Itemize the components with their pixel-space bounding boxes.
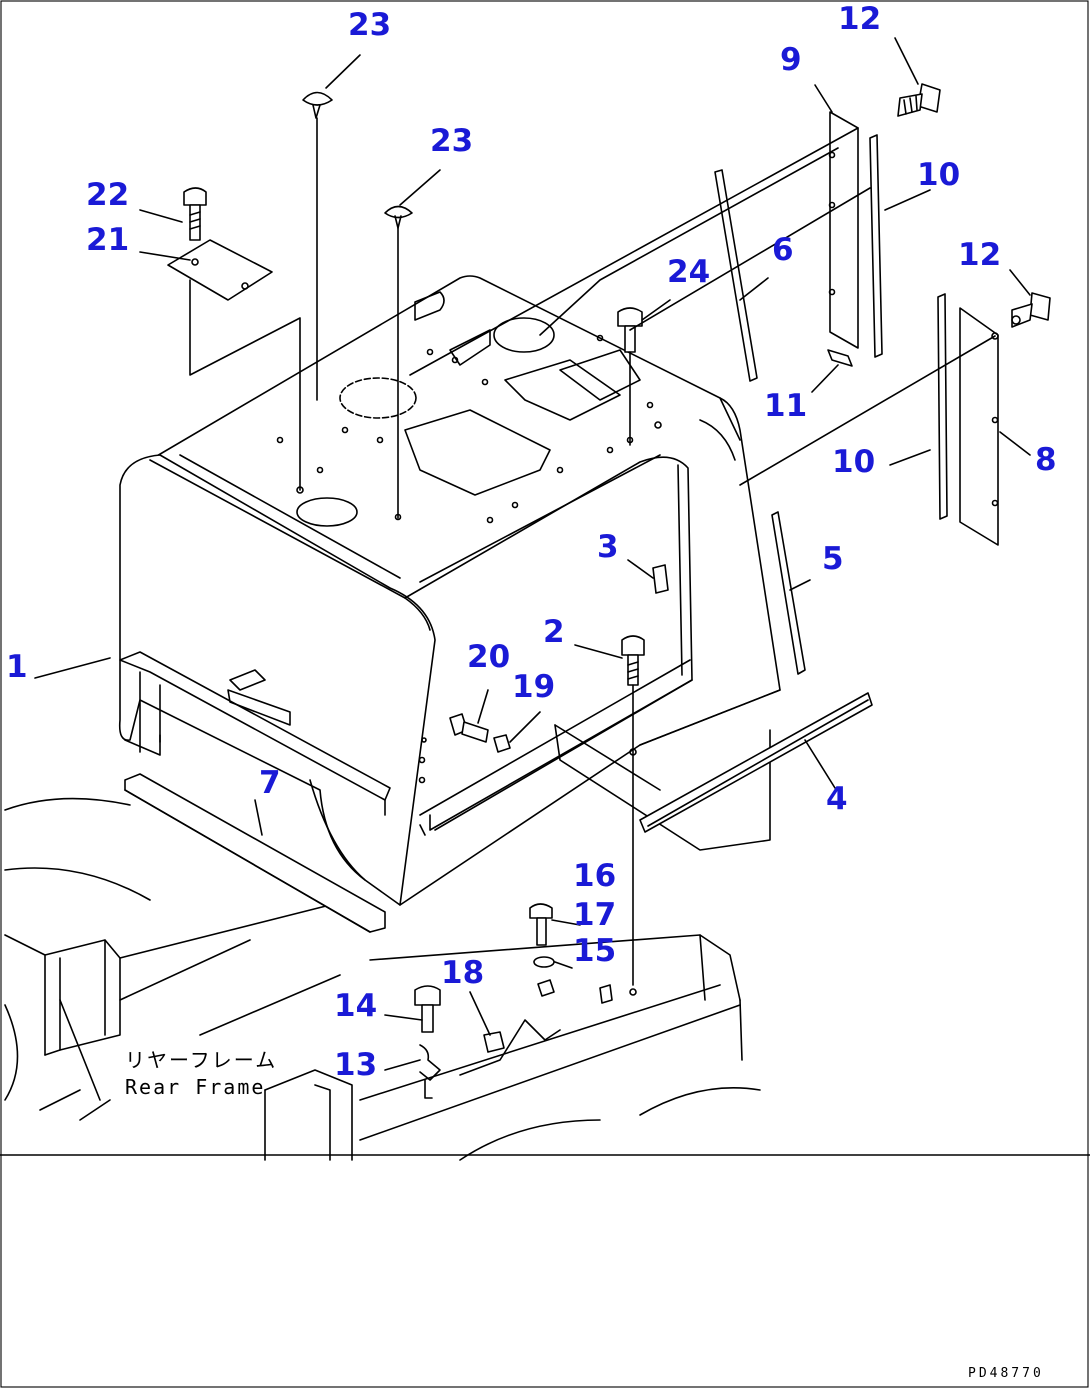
plate-8 <box>959 307 999 546</box>
top-holes <box>276 334 662 524</box>
callout-3: 3 <box>597 529 619 565</box>
bracket <box>459 1019 561 1076</box>
block-11 <box>827 349 853 367</box>
callout-19: 19 <box>512 669 556 705</box>
plate-9 <box>828 111 859 349</box>
bolt-12-lower <box>1011 292 1051 328</box>
bolt-14 <box>414 985 441 1033</box>
nut-19 <box>493 734 511 753</box>
bolt-20 <box>449 713 489 743</box>
rear-frame-label-jp: リヤーフレーム <box>125 1048 278 1072</box>
callout-23-left: 23 <box>348 7 392 43</box>
rear-frame <box>0 797 1090 1161</box>
callout-9: 9 <box>780 42 802 78</box>
callout-17: 17 <box>573 897 617 933</box>
rear-frame-label-en: Rear Frame <box>125 1075 266 1099</box>
leader-lines <box>34 37 1031 1071</box>
drawing-code: PD48770 <box>968 1366 1044 1381</box>
clamp-13 <box>419 1044 441 1099</box>
callout-24: 24 <box>667 254 711 290</box>
callout-14: 14 <box>334 988 378 1024</box>
callout-16: 16 <box>573 858 617 894</box>
cap-23-mid <box>384 205 413 519</box>
tab <box>599 984 613 1004</box>
clip-3 <box>652 564 669 594</box>
bolt-2 <box>621 635 645 996</box>
callout-6: 6 <box>772 232 794 268</box>
callout-11: 11 <box>764 388 808 424</box>
callout-5: 5 <box>822 541 844 577</box>
callout-1: 1 <box>6 649 28 685</box>
callout-8: 8 <box>1035 442 1057 478</box>
callout-20: 20 <box>467 639 511 675</box>
bolt-22 <box>183 187 207 241</box>
seal-6 <box>714 169 758 382</box>
seal-10-lower <box>937 293 948 520</box>
seal-10-upper <box>869 134 883 358</box>
callout-18: 18 <box>441 955 485 991</box>
callout-7: 7 <box>259 765 281 801</box>
nut-18 <box>483 1031 505 1053</box>
cap-23-left <box>302 91 333 401</box>
callout-2: 2 <box>543 614 565 650</box>
callout-13: 13 <box>334 1047 378 1083</box>
seal-5 <box>771 511 806 675</box>
callout-22: 22 <box>86 177 130 213</box>
callout-21: 21 <box>86 222 130 258</box>
callout-10-lower: 10 <box>832 444 876 480</box>
rubber-strip-7 <box>124 773 386 933</box>
callout-12-lower: 12 <box>958 237 1002 273</box>
bolt-17 <box>529 903 553 946</box>
nut-16 <box>537 979 555 997</box>
engine-cover-body <box>118 275 781 906</box>
callout-23-mid: 23 <box>430 123 474 159</box>
cover-plate-21 <box>167 239 301 491</box>
seal-4 <box>639 692 873 833</box>
bolt-12-upper <box>897 83 941 117</box>
callout-10-upper: 10 <box>917 157 961 193</box>
washer-15 <box>533 956 555 968</box>
callout-4: 4 <box>826 781 848 817</box>
callout-15: 15 <box>573 933 617 969</box>
callout-12-upper: 12 <box>838 1 882 37</box>
